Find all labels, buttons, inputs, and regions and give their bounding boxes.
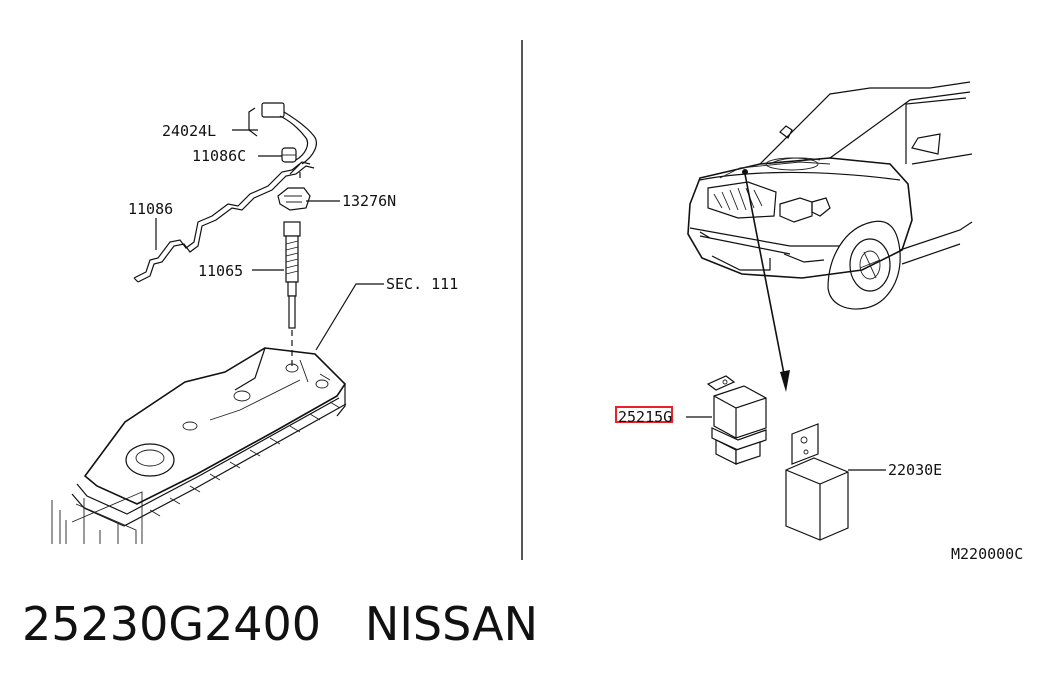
- glow-plug-harness: [248, 102, 317, 175]
- reference-code: M220000C: [951, 545, 1023, 563]
- label-11086c: 11086C: [192, 147, 246, 165]
- label-25215g: 25215G: [618, 408, 672, 426]
- label-22030e: 22030E: [888, 461, 942, 479]
- truck-illustration: [687, 81, 973, 310]
- relay-25215g: [706, 375, 767, 465]
- label-13276n: 13276N: [342, 192, 396, 210]
- label-sec-111: SEC. 111: [386, 275, 458, 293]
- nut-13276n: [277, 187, 311, 211]
- label-11086: 11086: [128, 200, 173, 218]
- nut-11086c: [281, 147, 297, 163]
- glow-plug-11065: [283, 221, 301, 368]
- brand-name: NISSAN: [364, 597, 539, 651]
- part-highlight-box: [615, 406, 673, 423]
- label-11065: 11065: [198, 262, 243, 280]
- bus-bar-11086: [133, 161, 315, 283]
- right-panel-vehicle: 25215G 22030E M220000C: [615, 81, 1023, 563]
- label-24024l: 24024L: [162, 122, 216, 140]
- caption-gap: [321, 597, 365, 651]
- cylinder-head: [51, 347, 347, 544]
- part-number: 25230G2400: [22, 597, 322, 651]
- left-panel-engine: 24024L 11086C 11086 13276N 11065 SEC. 11…: [51, 102, 458, 544]
- left-leader-lines: [155, 129, 384, 351]
- location-arrow: [744, 173, 790, 392]
- control-unit-22030e: [785, 423, 849, 541]
- part-caption: 25230G2400 NISSAN: [22, 597, 538, 651]
